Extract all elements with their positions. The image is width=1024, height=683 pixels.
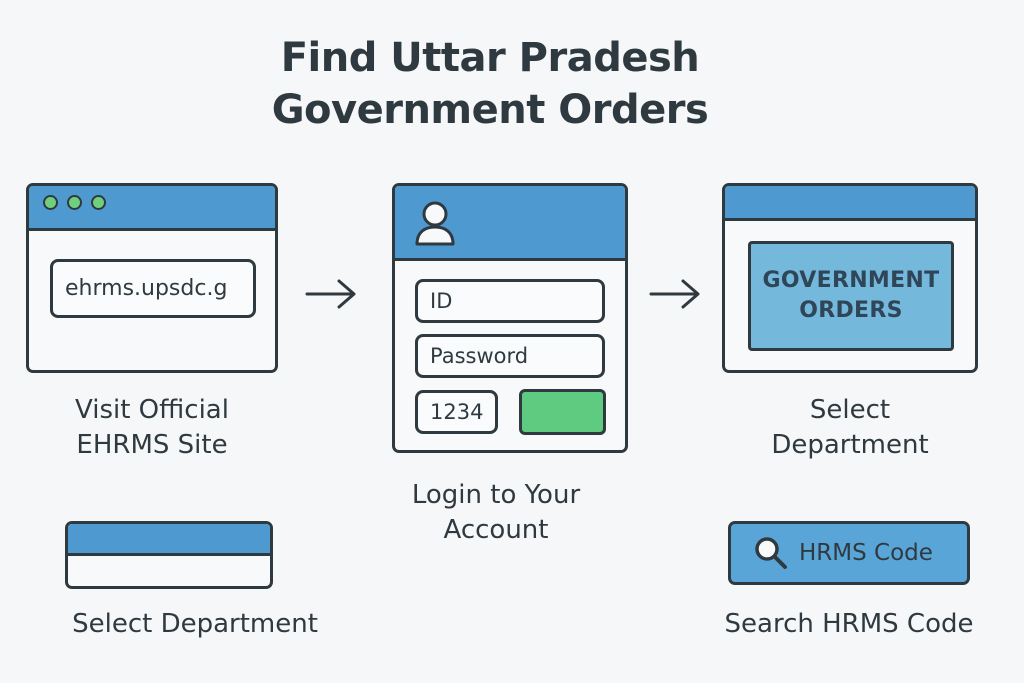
window-dot-icon — [91, 195, 106, 210]
arrow-right-icon — [649, 279, 700, 309]
url-text: ehrms.upsdc.g — [65, 276, 228, 301]
login-caption-line2: Account — [443, 515, 549, 545]
dropdown-header — [68, 524, 270, 556]
page-title-line2: Government Orders — [271, 87, 709, 133]
captcha-field[interactable]: 1234 — [415, 390, 498, 434]
user-icon — [415, 201, 455, 246]
window-dot-icon — [67, 195, 82, 210]
password-placeholder: Password — [430, 344, 529, 368]
department-titlebar — [725, 186, 975, 221]
department-window: GOVERNMENT ORDERS — [722, 183, 978, 373]
browser-titlebar — [29, 186, 275, 231]
department-caption-line2: Department — [771, 430, 929, 460]
select-department-caption: Select Department — [72, 609, 318, 639]
login-button[interactable] — [519, 389, 606, 435]
visit-caption-line2: EHRMS Site — [76, 430, 228, 460]
gov-box-line1: GOVERNMENT — [762, 268, 940, 293]
search-icon — [755, 537, 787, 569]
department-caption-line1: Select — [809, 395, 891, 425]
id-field[interactable]: ID — [415, 279, 605, 323]
search-caption: Search HRMS Code — [724, 609, 974, 639]
government-orders-button[interactable]: GOVERNMENT ORDERS — [748, 241, 954, 351]
search-label: HRMS Code — [799, 540, 933, 566]
login-header — [395, 186, 625, 261]
gov-box-line2: ORDERS — [799, 298, 903, 323]
department-dropdown[interactable] — [65, 521, 273, 589]
hrms-search-bar[interactable]: HRMS Code — [728, 521, 970, 585]
browser-window: ehrms.upsdc.g — [26, 183, 278, 373]
url-field[interactable]: ehrms.upsdc.g — [50, 259, 256, 318]
id-placeholder: ID — [430, 289, 453, 313]
captcha-text: 1234 — [430, 400, 484, 424]
login-window: ID Password 1234 — [392, 183, 628, 453]
window-dot-icon — [43, 195, 58, 210]
arrow-right-icon — [305, 279, 356, 309]
visit-caption-line1: Visit Official — [75, 395, 229, 425]
login-caption-line1: Login to Your — [411, 480, 581, 510]
password-field[interactable]: Password — [415, 334, 605, 378]
page-title-line1: Find Uttar Pradesh — [280, 35, 700, 81]
